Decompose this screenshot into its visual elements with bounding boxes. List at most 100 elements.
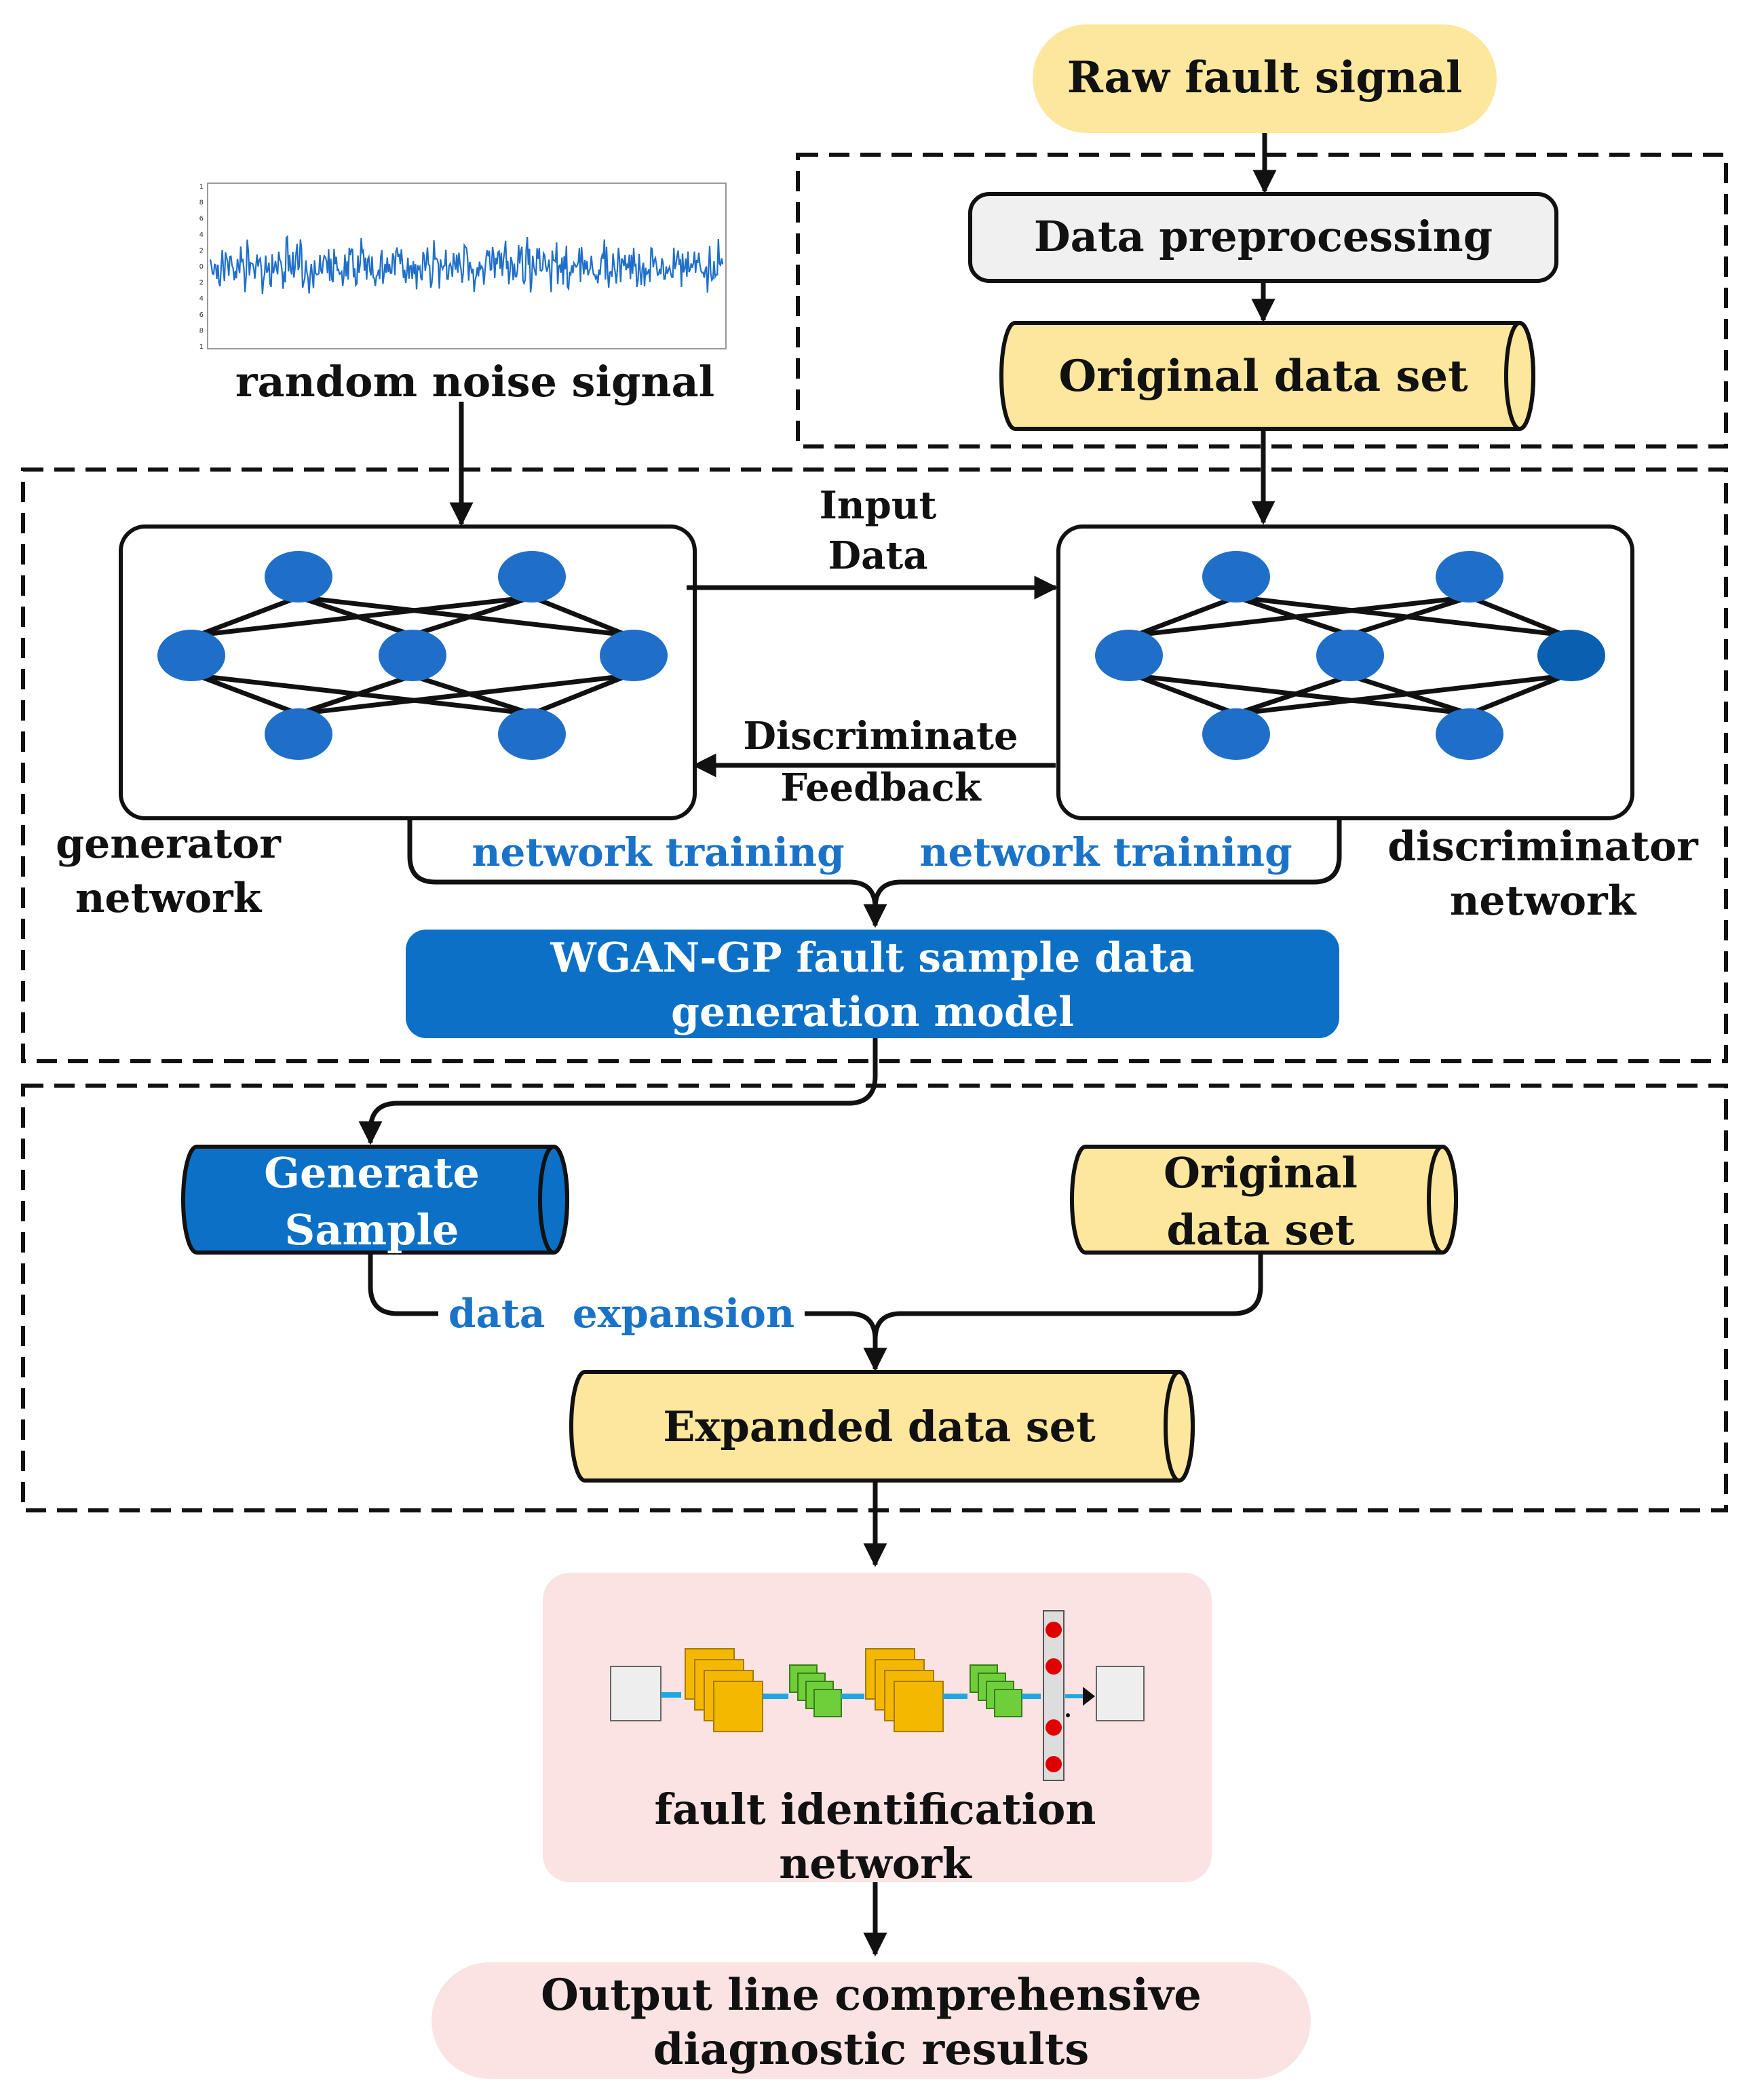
- net-edge: [531, 673, 628, 717]
- net-node: [1316, 630, 1384, 681]
- net-edge: [1135, 594, 1470, 638]
- discriminate-feedback-label-line2: Feedback: [780, 765, 982, 810]
- discriminator-network-label-line1: discriminator: [1387, 823, 1699, 871]
- noise-signal-trace: [209, 235, 724, 294]
- discriminate-feedback-label-line1: Discriminate: [743, 714, 1018, 759]
- input-data-label-line2: Data: [828, 533, 928, 578]
- cnn-fc-node-4: [1046, 1756, 1062, 1772]
- raw-fault-signal-node: [1033, 24, 1497, 133]
- generate-sample-label-line1: Generate: [264, 1148, 480, 1198]
- net-edge: [1349, 673, 1471, 717]
- net-node: [1436, 708, 1503, 760]
- network-training-label-right: network training: [919, 829, 1292, 875]
- noise-tick-label: 6: [199, 311, 204, 319]
- original-data-set-2-label-line1: Original: [1164, 1148, 1358, 1198]
- noise-tick-label: 0: [199, 263, 204, 271]
- expanded-data-set-label: Expanded data set: [663, 1402, 1096, 1451]
- original-data-set-cylinder-end: [1504, 321, 1535, 431]
- noise-tick-label: 1: [199, 343, 204, 351]
- original-set-expansion-connector: [872, 1253, 1263, 1340]
- net-edge: [297, 594, 414, 638]
- net-edge: [298, 673, 628, 717]
- cnn-output-square: [1096, 1666, 1145, 1721]
- generator-neural-net: [157, 551, 668, 760]
- cnn-pool1-map-4: [813, 1689, 842, 1717]
- noise-tick-label: 8: [199, 199, 204, 207]
- cnn-fc-node-2: [1046, 1658, 1062, 1675]
- net-edge: [531, 594, 628, 638]
- net-edge: [411, 594, 533, 638]
- net-edge: [197, 594, 300, 638]
- net-edge: [1349, 594, 1471, 638]
- discriminator-training-connector: [872, 818, 1342, 909]
- net-edge: [411, 673, 533, 717]
- wgan-gp-model-label-line1: WGAN-GP fault sample data: [550, 934, 1194, 982]
- cnn-conv2-map-4: [894, 1681, 944, 1732]
- net-node: [1202, 551, 1270, 603]
- data-expansion-label-bg: [438, 1291, 805, 1337]
- noise-tick-label: 2: [199, 280, 204, 287]
- cnn-fc-layer: [1043, 1610, 1065, 1781]
- net-edge: [1235, 673, 1565, 717]
- expanded-data-set-cylinder-end: [1164, 1370, 1195, 1483]
- output-results-node: [432, 1962, 1311, 2079]
- net-node: [379, 630, 446, 681]
- net-edge: [297, 673, 414, 717]
- gan-training-group: [21, 467, 1728, 1063]
- noise-tick-label: 4: [199, 295, 204, 303]
- net-node: [157, 630, 225, 681]
- data-preprocessing-label: Data preprocessing: [1034, 212, 1493, 261]
- net-edge: [1134, 673, 1238, 717]
- noise-tick-label: 8: [199, 327, 204, 335]
- raw-fault-signal-label: Raw fault signal: [1067, 52, 1463, 103]
- noise-tick-label: 2: [199, 247, 204, 254]
- preprocessing-group: [796, 153, 1728, 448]
- fault-identification-label-line1: fault identification: [655, 1784, 1096, 1834]
- output-results-label-line1: Output line comprehensive: [541, 1970, 1202, 2021]
- net-edge: [1235, 594, 1351, 638]
- net-node: [498, 551, 566, 603]
- net-edge: [1134, 594, 1238, 638]
- fault-identification-panel: [543, 1573, 1212, 1882]
- generate-sample-expansion-connector: [368, 1253, 878, 1340]
- net-node: [1202, 708, 1270, 760]
- net-edge: [298, 594, 628, 638]
- net-edge: [197, 673, 300, 717]
- noise-tick-label: 1: [199, 183, 204, 191]
- generator-network-label-line2: network: [75, 875, 263, 922]
- data-expansion-label: data expansion: [448, 1291, 794, 1337]
- cnn-conv1-map-4: [713, 1681, 763, 1732]
- net-edge: [197, 594, 533, 638]
- net-edge: [1468, 673, 1566, 717]
- net-edge: [1468, 594, 1566, 638]
- wgan-gp-model-label-line2: generation model: [671, 989, 1074, 1036]
- original-data-set-2-cylinder-end: [1427, 1145, 1458, 1255]
- original-data-set-label: Original data set: [1058, 351, 1468, 402]
- net-edge: [1135, 673, 1470, 717]
- input-data-label-line1: Input: [820, 483, 937, 528]
- noise-plot-ticks: 1 8 6 4 2 0 2 4 6 8 1: [199, 183, 204, 351]
- output-results-label-line2: diagnostic results: [653, 2024, 1090, 2075]
- cnn-ellipsis-dot: [1066, 1713, 1070, 1717]
- net-node: [1436, 551, 1503, 603]
- cnn-output-arrowhead: [1083, 1687, 1095, 1706]
- net-edge: [1235, 594, 1565, 638]
- random-noise-plot: 1 8 6 4 2 0 2 4 6 8 1: [199, 183, 727, 351]
- generate-sample-cylinder-end: [538, 1145, 569, 1255]
- discriminator-network-label-line2: network: [1450, 877, 1637, 925]
- noise-tick-label: 6: [199, 215, 204, 223]
- net-node: [1537, 630, 1605, 681]
- generate-sample-label-line2: Sample: [285, 1205, 459, 1255]
- net-edge: [197, 673, 533, 717]
- wgan-to-generate-connector: [358, 1038, 878, 1145]
- fault-identification-label-line2: network: [779, 1839, 973, 1888]
- cnn-icon: [610, 1610, 1145, 1781]
- net-node: [600, 630, 668, 681]
- discriminator-neural-net: [1095, 551, 1605, 760]
- noise-tick-label: 4: [199, 231, 204, 239]
- generator-training-connector: [407, 818, 878, 909]
- net-node: [265, 708, 332, 760]
- net-node: [1095, 630, 1163, 681]
- net-edge: [1235, 673, 1351, 717]
